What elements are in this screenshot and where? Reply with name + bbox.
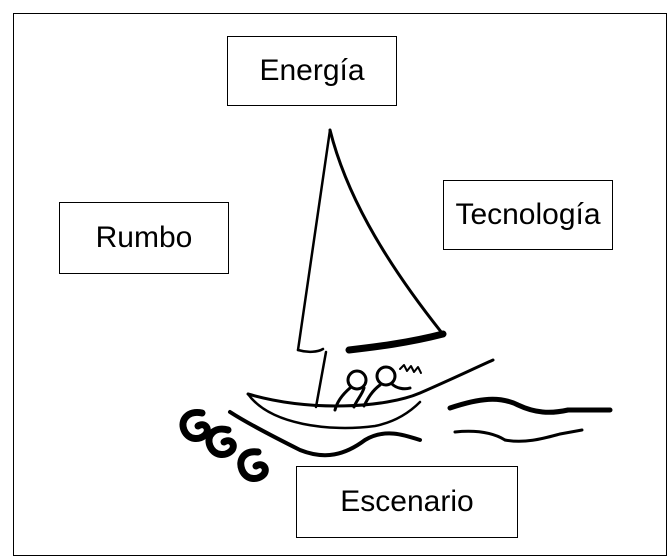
label-escenario: Escenario <box>340 485 474 518</box>
boat-hull-icon <box>246 358 495 430</box>
mast-icon <box>314 350 328 409</box>
sail-icon <box>296 128 447 354</box>
waves-icon <box>228 396 613 458</box>
label-energia: Energía <box>259 54 365 87</box>
label-rumbo: Rumbo <box>95 221 193 254</box>
label-box-rumbo: Rumbo <box>59 202 229 274</box>
curl-waves-icon <box>179 408 269 482</box>
label-box-energia: Energía <box>227 36 397 106</box>
label-tecnologia: Tecnología <box>455 198 601 231</box>
label-box-tecnologia: Tecnología <box>443 180 613 250</box>
label-box-escenario: Escenario <box>296 466 518 538</box>
